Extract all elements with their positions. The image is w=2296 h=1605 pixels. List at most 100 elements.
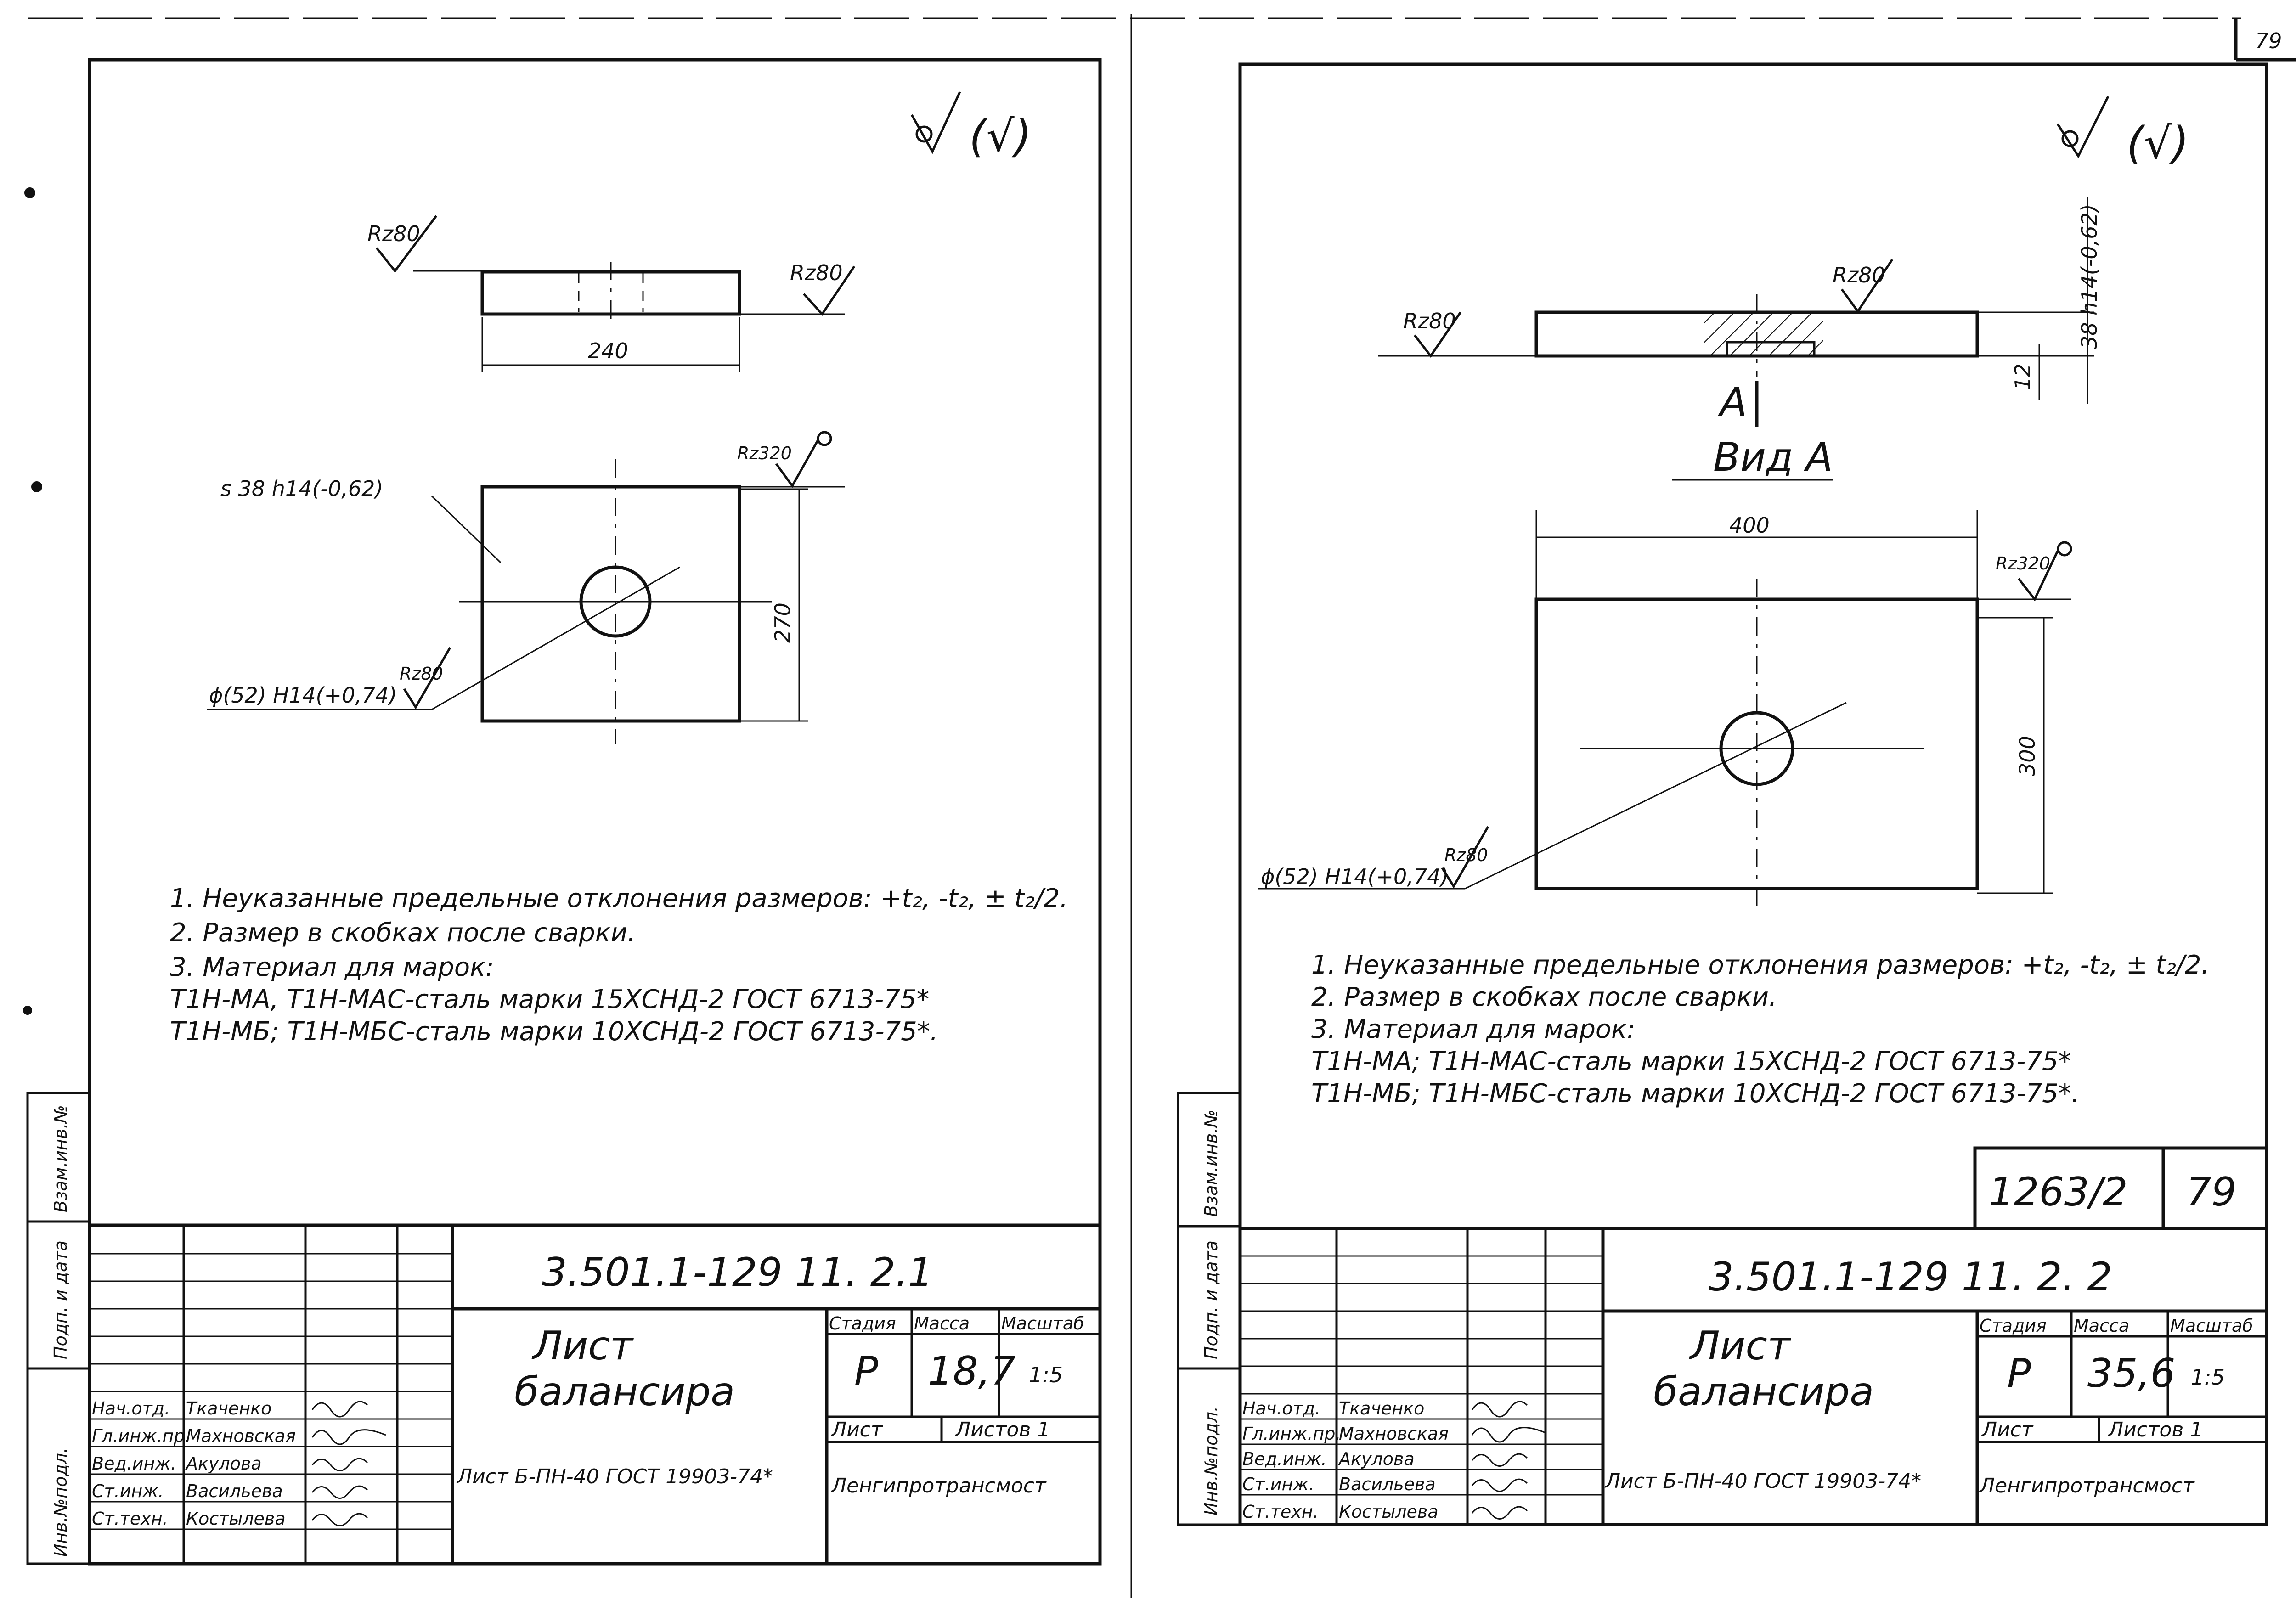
roughness-mark	[2056, 96, 2110, 159]
signature	[1471, 1506, 1528, 1520]
staff-name: Ткаченко	[1339, 1398, 1424, 1419]
scale-value: 1:5	[2191, 1365, 2225, 1390]
note-2: 2. Размер в скобках после сварки.	[1311, 982, 1777, 1012]
dim-width: 400	[1729, 513, 1770, 538]
title-line-2: балансира	[514, 1369, 735, 1415]
rz-top-right: Rz80	[1833, 263, 1885, 287]
note-1: 1. Неуказанные предельные отклонения раз…	[170, 884, 1068, 913]
reference-number: 1263/2	[1989, 1169, 2128, 1215]
side-label-sign: Подп. и дата	[51, 1240, 71, 1359]
sheets-count: Листов 1	[2107, 1418, 2203, 1442]
title-line-1: Лист	[1689, 1323, 1792, 1369]
signature	[1471, 1453, 1528, 1467]
dim-width: 240	[588, 338, 628, 363]
sheets-count: Листов 1	[954, 1418, 1050, 1442]
binding-hole	[31, 481, 42, 492]
staff-role: Ст.инж.	[92, 1481, 164, 1501]
staff-role: Ст.инж.	[1242, 1474, 1314, 1494]
signature	[311, 1429, 386, 1445]
dim-height: 270	[770, 603, 795, 643]
signature	[311, 1485, 368, 1499]
rz-hole: Rz80	[1444, 845, 1488, 865]
plate-hole	[1719, 711, 1794, 786]
col-mass: Масса	[914, 1313, 970, 1334]
sheet-label: Лист	[1981, 1418, 2034, 1442]
rz-plan: Rz320	[737, 443, 792, 463]
rz-top-right: Rz80	[790, 260, 843, 285]
staff-name: Махновская	[186, 1426, 296, 1446]
staff-role: Ст.техн.	[92, 1509, 168, 1529]
side-label-inv: Инв.№подл.	[1201, 1406, 1221, 1515]
signature	[1471, 1427, 1546, 1443]
signature	[1471, 1478, 1528, 1492]
dim-12: 12	[2010, 363, 2035, 390]
sheet-frame	[88, 58, 1102, 1566]
roughness-symbol: (√)	[969, 111, 1032, 162]
organization: Ленгипротрансмост	[1979, 1474, 2195, 1498]
mass-value: 18,7	[928, 1348, 1015, 1394]
stage-value: Р	[2007, 1351, 2031, 1397]
doc-code: 3.501.1-129 11. 2. 2	[1709, 1254, 2112, 1300]
note-3: 3. Материал для марок:	[170, 952, 494, 982]
col-stage: Стадия	[1980, 1316, 2047, 1336]
binding-hole	[23, 1006, 32, 1015]
organization: Ленгипротрансмост	[830, 1474, 1047, 1498]
sheet-frame	[1238, 62, 2268, 1526]
staff-name: Ткаченко	[186, 1398, 271, 1419]
scale-value: 1:5	[1029, 1363, 1063, 1387]
staff-name: Васильева	[186, 1481, 283, 1501]
side-strip	[26, 1092, 91, 1565]
col-stage: Стадия	[829, 1313, 896, 1334]
hole-label: ϕ(52) H14(+0,74)	[209, 683, 397, 708]
thickness-label: 38 h14(-0,62)	[2077, 204, 2102, 349]
col-mass: Масса	[2074, 1316, 2129, 1336]
note-3: 3. Материал для марок:	[1311, 1014, 1636, 1044]
plate-plan-view	[480, 485, 741, 723]
staff-role: Вед.инж.	[1242, 1449, 1327, 1469]
col-scale: Масштаб	[1001, 1313, 1084, 1334]
staff-role: Гл.инж.пр.	[1242, 1424, 1341, 1444]
note-2: 2. Размер в скобках после сварки.	[170, 918, 636, 948]
rz-hole: Rz80	[400, 664, 443, 684]
side-label-replace: Взам.инв.№	[1201, 1109, 1221, 1217]
dim-height: 300	[2015, 736, 2040, 776]
note-1: 1. Неуказанные предельные отклонения раз…	[1311, 950, 2209, 980]
reference-page: 79	[2186, 1169, 2236, 1215]
roughness-mark	[910, 91, 961, 154]
sheet-label: Лист	[830, 1418, 883, 1442]
rz-top-left: Rz80	[367, 221, 420, 246]
doc-code: 3.501.1-129 11. 2.1	[542, 1250, 933, 1295]
staff-name: Васильева	[1339, 1474, 1436, 1494]
rz-top-left: Rz80	[1403, 309, 1456, 333]
note-5: Т1Н-МБ; Т1Н-МБС-сталь марки 10ХСНД-2 ГОС…	[170, 1017, 938, 1047]
side-label-inv: Инв.№подл.	[51, 1447, 71, 1557]
section-mark: А	[1718, 379, 1747, 425]
thickness-label: s 38 h14(-0,62)	[220, 476, 383, 501]
side-strip	[1177, 1092, 1241, 1526]
hole-label: ϕ(52) H14(+0,74)	[1261, 864, 1449, 889]
stage-value: Р	[854, 1348, 878, 1394]
note-4: Т1Н-МА, Т1Н-МАС-сталь марки 15ХСНД-2 ГОС…	[170, 985, 930, 1014]
sheet-ref: Лист Б-ПН-40 ГОСТ 19903-74*	[1604, 1470, 1921, 1493]
staff-role: Вед.инж.	[92, 1453, 176, 1474]
sheet-ref: Лист Б-ПН-40 ГОСТ 19903-74*	[456, 1465, 773, 1488]
staff-role: Нач.отд.	[92, 1398, 170, 1419]
staff-name: Костылева	[1339, 1502, 1439, 1522]
staff-role: Нач.отд.	[1242, 1398, 1320, 1419]
weld-section	[1704, 314, 1823, 355]
binding-hole	[24, 187, 35, 198]
staff-name: Акулова	[185, 1453, 262, 1474]
signature	[311, 1401, 368, 1418]
signature	[1471, 1401, 1528, 1418]
page-number: 79	[2255, 28, 2282, 53]
note-4: Т1Н-МА; Т1Н-МАС-сталь марки 15ХСНД-2 ГОС…	[1311, 1047, 2071, 1076]
roughness-symbol: (√)	[2127, 118, 2189, 169]
view-label: Вид А	[1713, 434, 1833, 480]
staff-role: Гл.инж.пр.	[92, 1426, 190, 1446]
mass-value: 35,6	[2087, 1351, 2175, 1397]
side-label-sign: Подп. и дата	[1201, 1240, 1221, 1359]
rz-plan: Rz320	[1996, 553, 2050, 574]
sheet-right: Инв.№подл. Подп. и дата Взам.инв.№ (√) R…	[1177, 62, 2268, 1526]
